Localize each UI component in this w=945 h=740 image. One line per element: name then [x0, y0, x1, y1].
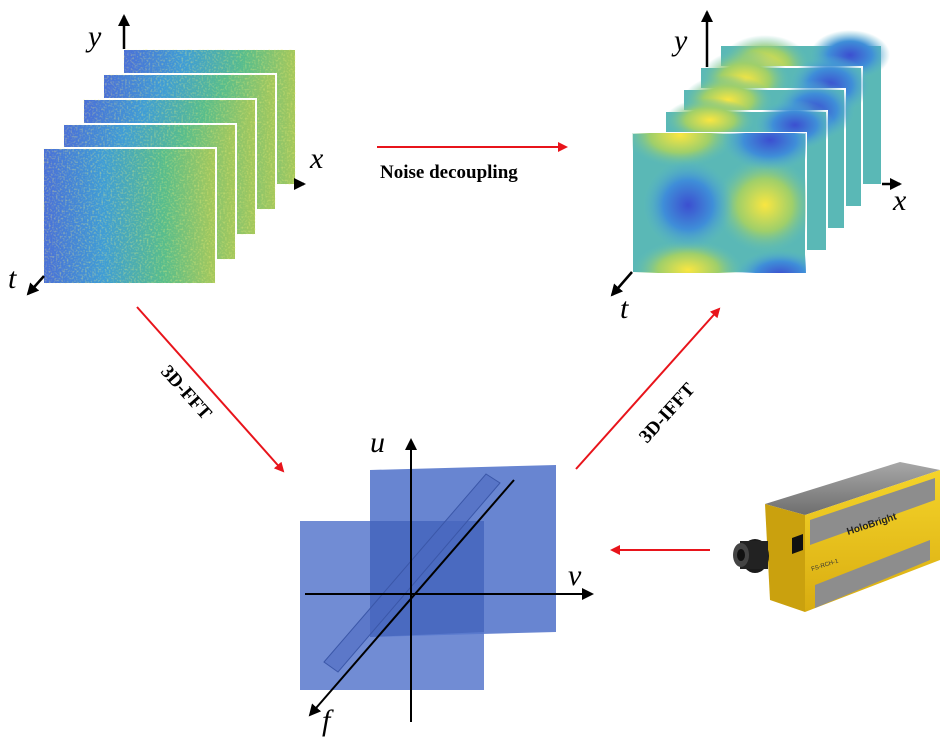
fft-arrow: [136, 306, 285, 473]
denoised-frame-stack: y x t: [610, 10, 907, 325]
holobright-camera: HoloBright FS-RCH-1: [733, 462, 940, 612]
f-label: f: [322, 704, 334, 737]
u-label: u: [370, 426, 385, 459]
frequency-domain: u v f: [300, 426, 594, 737]
denoised-t-label: t: [620, 292, 629, 325]
denoised-t-axis: [610, 271, 633, 297]
noisy-y-label: y: [85, 20, 102, 53]
denoised-frame-front: [631, 132, 807, 274]
ifft-arrow: [575, 307, 721, 470]
camera-rail-bottom: [815, 540, 930, 608]
camera-body: [765, 504, 805, 612]
v-label: v: [568, 559, 582, 592]
camera-warning-label: [792, 534, 803, 554]
f-axis: [308, 479, 515, 717]
noisy-t-axis: [26, 275, 45, 296]
ifft-label: 3D-IFFT: [635, 379, 700, 447]
camera-lens: [733, 539, 769, 573]
fft-label: 3D-FFT: [156, 361, 216, 424]
camera-top: [765, 462, 940, 515]
noisy-frame-stack: y x t: [8, 14, 324, 296]
denoised-x-label: x: [892, 184, 907, 217]
noisy-frame-front: [42, 147, 217, 285]
camera-rail-top: [810, 478, 935, 545]
noise-decoupling-label: Noise decoupling: [380, 162, 518, 183]
noisy-t-label: t: [8, 262, 17, 295]
noisy-x-label: x: [309, 142, 324, 175]
denoised-y-label: y: [671, 24, 688, 57]
